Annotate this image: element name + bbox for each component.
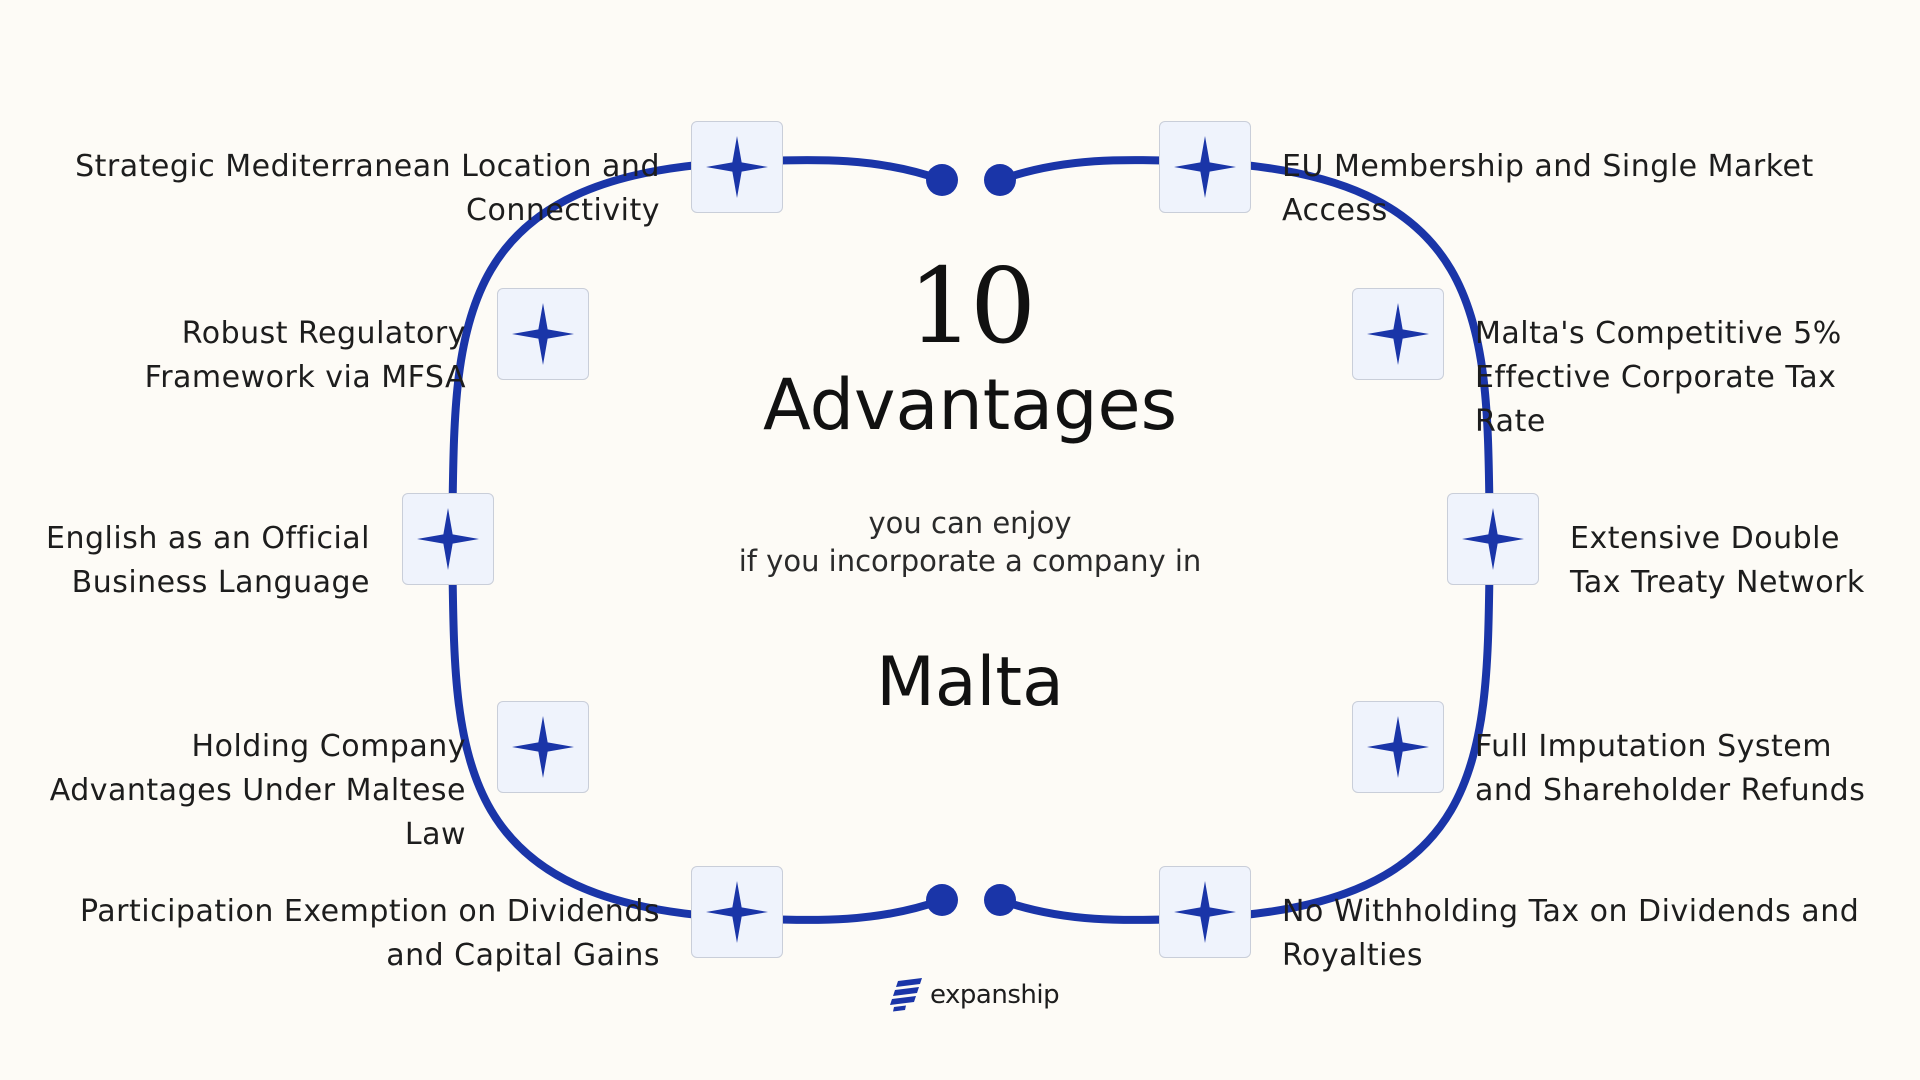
four-point-star-icon	[1367, 716, 1429, 778]
advantage-label-3: English as an Official Business Language	[46, 521, 370, 600]
ring-end-dot-bottom-right	[984, 884, 1016, 916]
four-point-star-icon	[512, 303, 574, 365]
four-point-star-icon	[417, 508, 479, 570]
expanship-logo-icon	[890, 978, 922, 1012]
four-point-star-icon	[1174, 881, 1236, 943]
advantage-label-7: Malta's Competitive 5% Effective Corpora…	[1475, 316, 1842, 439]
advantage-label-4: Holding Company Advantages Under Maltese…	[49, 729, 466, 852]
center-number: 10	[907, 245, 1036, 367]
ring-end-dot-top-left	[926, 164, 958, 196]
advantage-node-2	[497, 288, 589, 380]
advantage-node-5	[691, 866, 783, 958]
brand: expanship	[890, 975, 1060, 1015]
advantage-label-8: Extensive Double Tax Treaty Network	[1570, 521, 1865, 600]
four-point-star-icon	[1367, 303, 1429, 365]
four-point-star-icon	[512, 716, 574, 778]
four-point-star-icon	[1462, 508, 1524, 570]
advantage-label-10: No Withholding Tax on Dividends and Roya…	[1282, 894, 1860, 973]
advantage-node-3	[402, 493, 494, 585]
advantage-node-1	[691, 121, 783, 213]
advantage-label-1: Strategic Mediterranean Location and Con…	[75, 149, 660, 228]
advantage-label-2: Robust Regulatory Framework via MFSA	[144, 316, 466, 395]
ring-end-dot-bottom-left	[926, 884, 958, 916]
center-subtitle-line-1: you can enjoy	[868, 506, 1072, 540]
brand-name: expanship	[930, 980, 1060, 1010]
four-point-star-icon	[1174, 136, 1236, 198]
advantage-label-9: Full Imputation System and Shareholder R…	[1475, 729, 1866, 808]
advantage-node-8	[1447, 493, 1539, 585]
advantage-node-9	[1352, 701, 1444, 793]
advantage-label-5: Participation Exemption on Dividends and…	[80, 894, 660, 973]
ring-end-dot-top-right	[984, 164, 1016, 196]
advantage-label-6: EU Membership and Single Market Access	[1282, 149, 1814, 228]
advantage-node-7	[1352, 288, 1444, 380]
advantage-node-4	[497, 701, 589, 793]
advantage-node-10	[1159, 866, 1251, 958]
advantage-node-6	[1159, 121, 1251, 213]
four-point-star-icon	[706, 136, 768, 198]
center-title: Advantages	[762, 364, 1178, 446]
four-point-star-icon	[706, 881, 768, 943]
center-country: Malta	[876, 643, 1064, 722]
center-subtitle-line-2: if you incorporate a company in	[738, 544, 1202, 578]
